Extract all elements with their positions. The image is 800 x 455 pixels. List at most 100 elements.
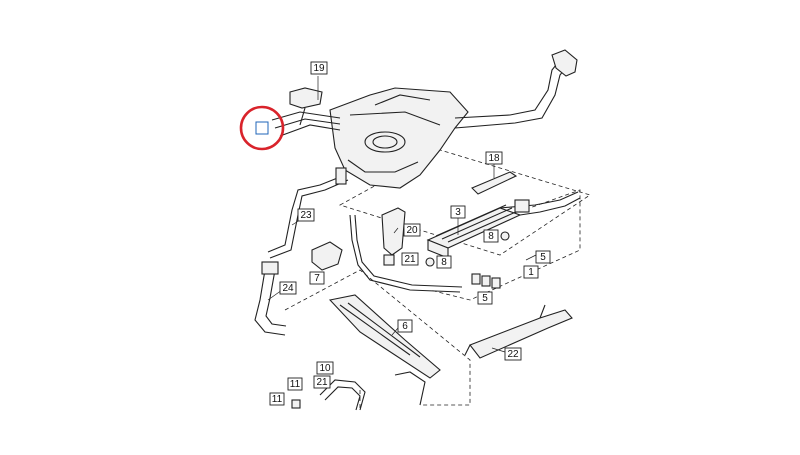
clips-8 (425, 231, 510, 267)
hose-24 (254, 261, 287, 336)
bracket-7-body (311, 241, 343, 271)
callout-11a: 11 (287, 377, 303, 391)
svg-text:5: 5 (540, 252, 546, 263)
svg-text:20: 20 (406, 225, 418, 236)
pipe-23-line-b (269, 179, 349, 259)
shield-6 (328, 294, 441, 379)
tank-sender-flange (364, 131, 406, 153)
lower-lines (291, 371, 426, 411)
clip-5-c (491, 277, 501, 289)
callout-10: 10 (316, 361, 334, 375)
callout-5a: 5 (535, 250, 551, 264)
rail-22 (464, 304, 573, 359)
callout-1: 1 (523, 265, 539, 279)
clip-5-b (481, 275, 491, 287)
svg-text:10: 10 (319, 363, 331, 374)
hose-24-clamp (261, 261, 279, 275)
lower-line-b (324, 386, 361, 411)
lead-5 (525, 254, 537, 261)
callout-labels: 19 18 3 8 8 5 5 1 20 21 21 23 7 24 6 22 … (269, 61, 551, 406)
lead-20 (393, 227, 399, 234)
svg-text:1: 1 (528, 267, 534, 278)
cooler-line-b (519, 197, 581, 216)
callout-8b: 8 (436, 255, 452, 269)
highlight-circle (239, 105, 285, 151)
tank-body (329, 87, 469, 189)
filler-cap (551, 49, 578, 77)
breather-line-b (274, 118, 341, 129)
bracket-20 (349, 207, 463, 293)
outline-cooler (429, 189, 581, 301)
fuel-tank (329, 87, 469, 189)
callout-24: 24 (279, 281, 297, 295)
lead-6 (391, 327, 399, 336)
callout-21a: 21 (401, 252, 419, 266)
highlighted-part (255, 121, 269, 135)
lead-22 (491, 347, 506, 353)
callout-19: 19 (310, 61, 328, 75)
clip-5-a (471, 273, 481, 285)
svg-text:22: 22 (507, 349, 519, 360)
clips-5 (471, 273, 501, 289)
callout-5b: 5 (477, 291, 493, 305)
rail-22-tabs (464, 304, 546, 356)
svg-text:24: 24 (282, 283, 294, 294)
lower-line-c (394, 371, 426, 406)
callout-21b: 21 (313, 375, 331, 389)
callout-7: 7 (309, 271, 325, 285)
svg-text:11: 11 (272, 394, 283, 405)
clip-8-b (425, 257, 435, 267)
svg-text:11: 11 (290, 379, 301, 390)
callout-11b: 11 (269, 392, 285, 406)
filler-pipe-inner (454, 64, 569, 129)
tank-lower-seam (347, 159, 419, 173)
clip-18 (471, 171, 518, 195)
callout-6: 6 (397, 319, 413, 333)
callout-22: 22 (504, 347, 522, 361)
svg-text:8: 8 (488, 231, 494, 242)
filler-pipe-outer (454, 59, 561, 119)
callout-23: 23 (297, 208, 315, 222)
svg-text:6: 6 (402, 321, 408, 332)
callout-20: 20 (403, 223, 421, 237)
shield-6-ribs (339, 302, 421, 358)
tank-sender-ring (372, 135, 398, 149)
svg-text:5: 5 (482, 293, 488, 304)
svg-text:18: 18 (488, 153, 500, 164)
cooler-3 (426, 191, 581, 259)
hose-24-outer (254, 269, 286, 336)
breather-valve-stem (299, 107, 306, 126)
fuel-line-main (349, 214, 461, 293)
clip-11 (291, 399, 301, 409)
svg-text:3: 3 (455, 207, 461, 218)
pipe-23 (267, 167, 349, 259)
filler-neck (454, 49, 578, 129)
cooler-fins (435, 204, 519, 243)
svg-text:21: 21 (404, 254, 416, 265)
pipe-23-line (267, 174, 346, 253)
clip-18-body (471, 171, 518, 195)
hose-24-inner (265, 269, 287, 327)
svg-text:23: 23 (300, 210, 312, 221)
callout-18: 18 (485, 151, 503, 165)
bracket-7 (311, 241, 343, 271)
callout-3: 3 (450, 205, 466, 219)
bracket-20-body (381, 207, 406, 256)
callout-8a: 8 (483, 229, 499, 243)
grommet-21 (383, 254, 395, 266)
tank-seam (349, 111, 441, 126)
fuel-line-main-b (354, 214, 463, 288)
clip-8-a (500, 231, 510, 241)
svg-text:7: 7 (314, 273, 320, 284)
tank-upper-ridge (374, 94, 431, 106)
svg-text:8: 8 (441, 257, 447, 268)
breather-lines (271, 87, 341, 137)
cooler-top (426, 207, 522, 249)
breather-valve (289, 87, 323, 109)
outline-lower (284, 269, 471, 406)
cooler-connector (514, 199, 530, 213)
svg-text:21: 21 (316, 377, 328, 388)
pipe-23-clip (335, 167, 347, 185)
